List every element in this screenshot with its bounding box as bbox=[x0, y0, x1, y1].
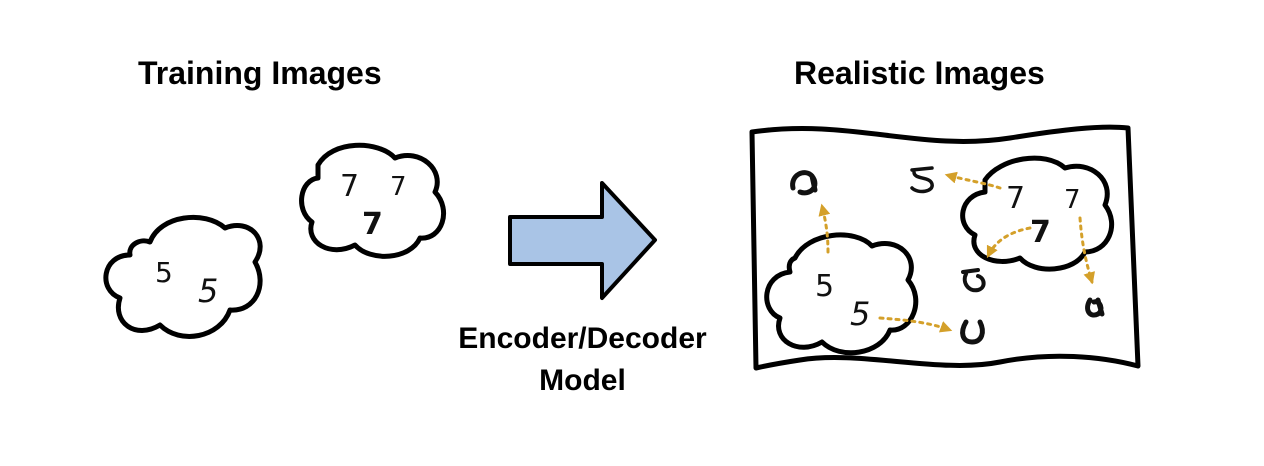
realistic-images-title: Realistic Images bbox=[794, 55, 1045, 91]
training-digit-7a: 7 bbox=[340, 169, 359, 204]
realistic-cloud-5 bbox=[764, 232, 919, 356]
generated-digit-top-middle bbox=[910, 166, 934, 194]
realistic-digit-7b: 7 bbox=[1064, 185, 1081, 215]
realistic-digit-7c: 7 bbox=[1030, 215, 1051, 250]
training-digit-7b: 7 bbox=[390, 172, 407, 202]
training-images-title: Training Images bbox=[138, 55, 382, 91]
training-cloud-7 bbox=[299, 142, 447, 259]
training-digit-7c: 7 bbox=[362, 207, 383, 242]
generated-digit-right bbox=[1085, 297, 1105, 318]
generated-digit-bottom-middle bbox=[960, 319, 985, 345]
generated-digit-middle bbox=[961, 268, 986, 293]
generated-digit-top-left bbox=[790, 170, 818, 196]
training-digit-5a: 5 bbox=[155, 256, 173, 289]
realistic-digit-7a: 7 bbox=[1006, 181, 1025, 216]
encoder-decoder-label-line2: Model bbox=[539, 364, 626, 397]
realistic-digit-5b: 5 bbox=[850, 295, 870, 333]
realistic-digit-5a: 5 bbox=[815, 269, 834, 304]
encoder-decoder-label: Encoder/Decoder Model bbox=[440, 318, 725, 402]
training-digit-5b: 5 bbox=[198, 272, 218, 310]
encoder-decoder-label-line1: Encoder/Decoder bbox=[458, 322, 707, 355]
encoder-decoder-arrow bbox=[508, 181, 657, 300]
interpolation-arrows bbox=[818, 171, 1095, 333]
training-cloud-5 bbox=[103, 214, 263, 339]
